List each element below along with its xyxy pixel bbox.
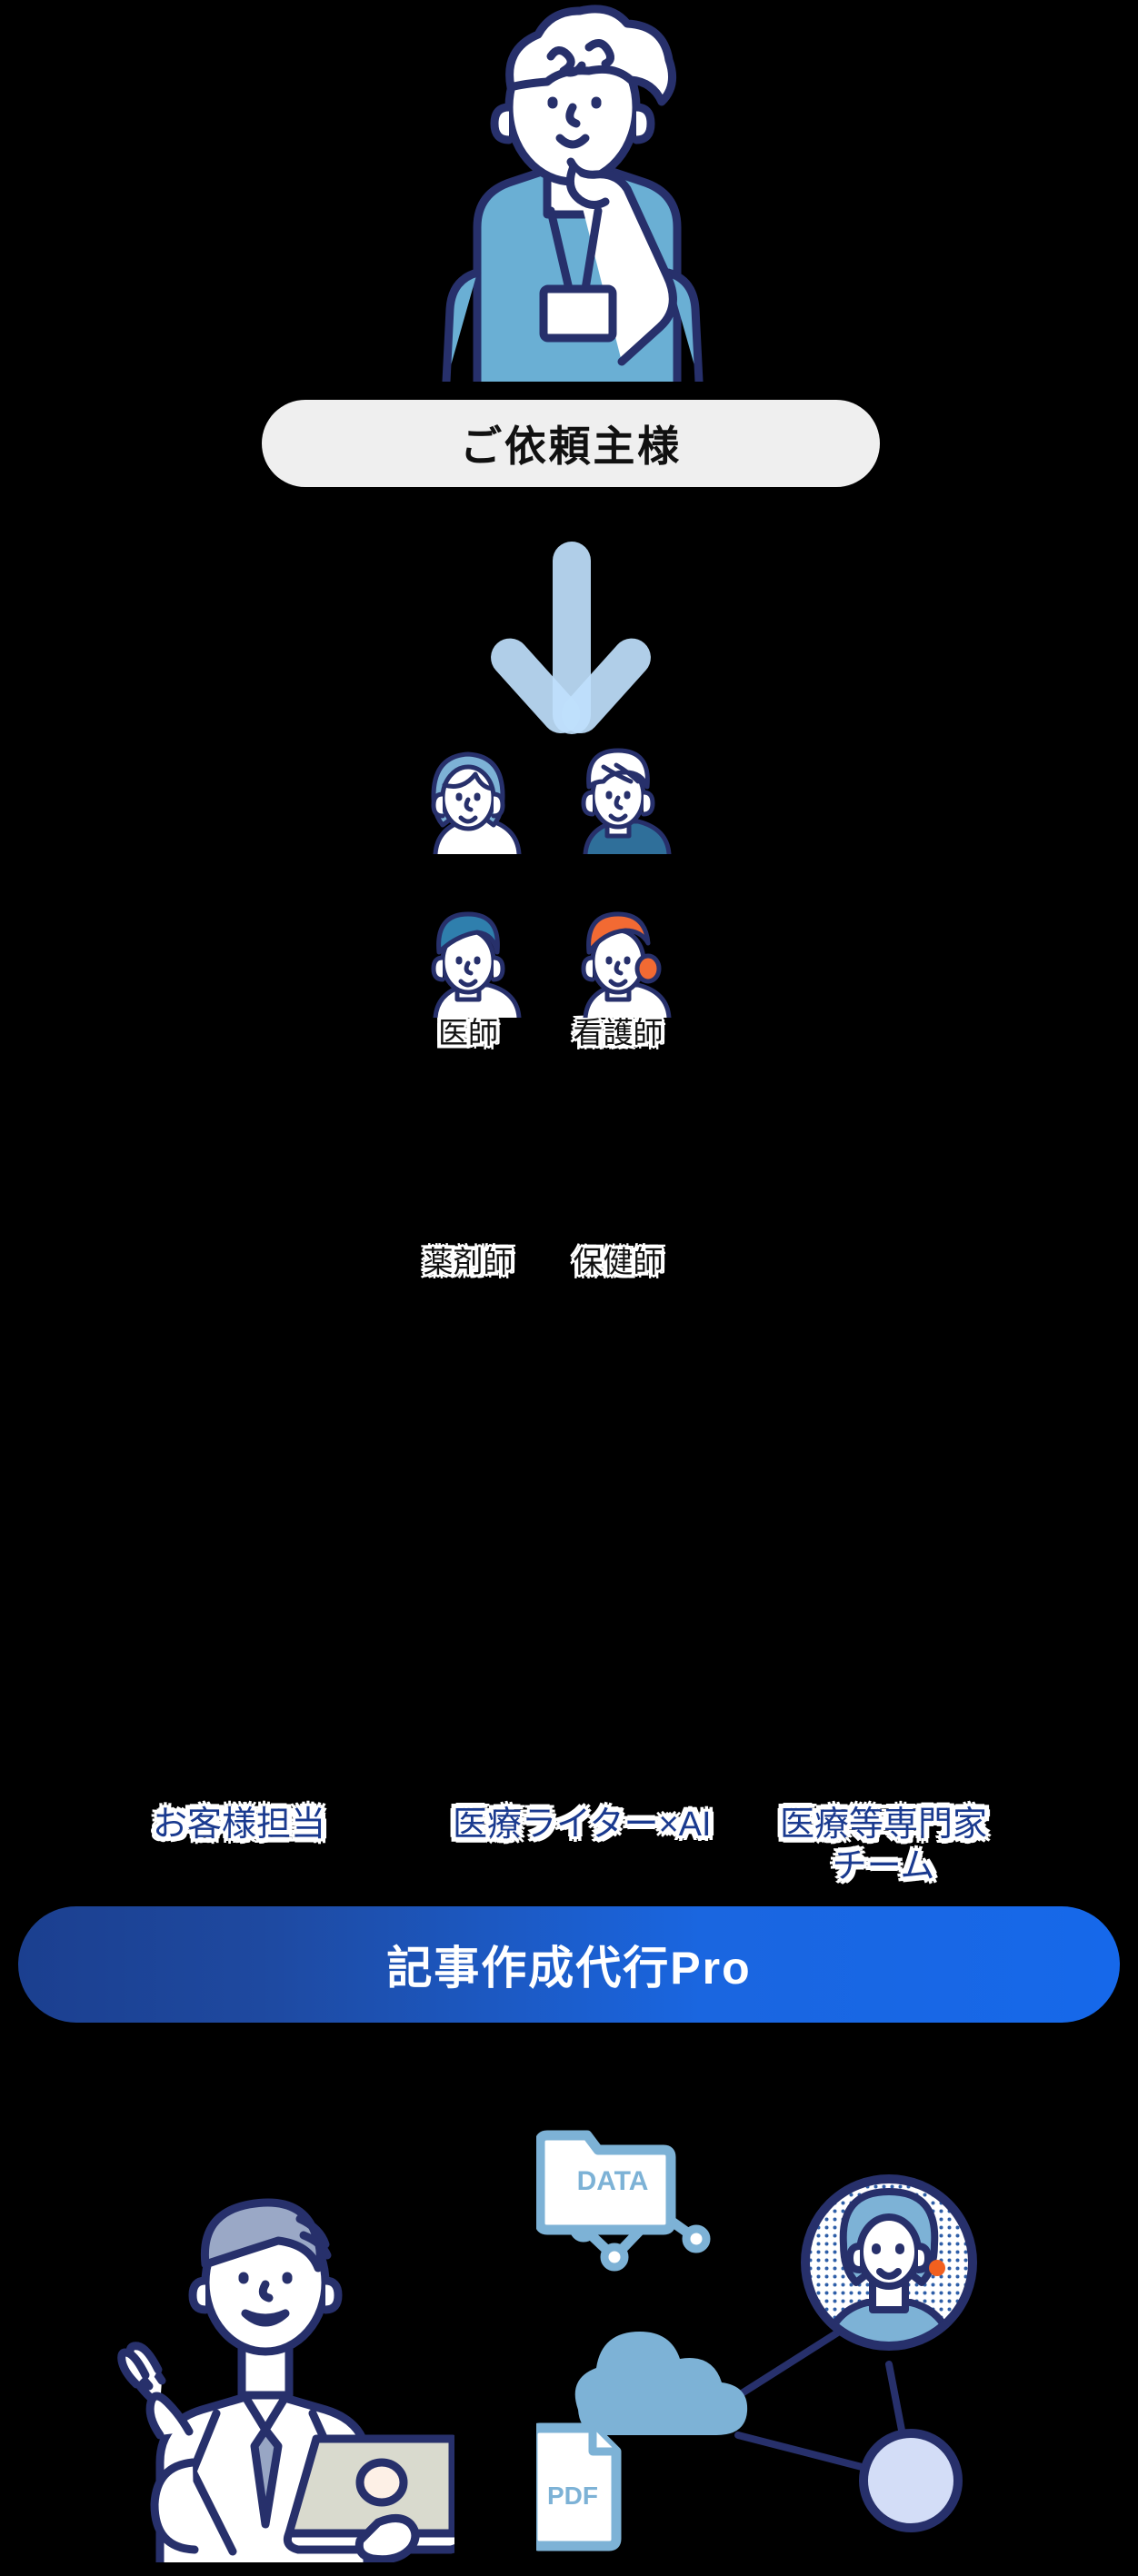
ai-writer-callout-label: 医療ライター×AI xyxy=(453,1805,712,1844)
team-member-label-3: 保健師 xyxy=(573,1245,664,1278)
health-nurse-avatar-icon xyxy=(564,909,673,1020)
node-circle-icon xyxy=(859,2429,963,2532)
data-folder-label: DATA xyxy=(577,2166,649,2196)
team-callout-label: 医療等専門家 チーム xyxy=(780,1805,988,1886)
client-label: ご依頼主様 xyxy=(460,423,682,470)
team-member-label-2: 薬剤師 xyxy=(423,1245,514,1278)
client-label-pill: ご依頼主様 xyxy=(262,400,880,487)
team-member-label-1: 看護師 xyxy=(573,1016,664,1049)
support-person-laptop-icon xyxy=(73,2163,466,2567)
venn-content-layer: 医師 xyxy=(0,748,1138,2567)
pdf-file-label: PDF xyxy=(547,2482,598,2510)
brand-banner-label: 記事作成代行Pro xyxy=(386,1943,752,1994)
ai-network-icon: DATA PDF xyxy=(527,2117,1009,2571)
team-member-label-0: 医師 xyxy=(438,1016,498,1049)
pharmacist-avatar-icon xyxy=(414,909,523,1020)
thinking-person-icon xyxy=(391,0,754,386)
down-arrow-icon xyxy=(473,527,673,745)
venn-diagram: 医師 xyxy=(0,748,1138,2567)
customer-support-callout-label: お客様担当 xyxy=(153,1805,326,1844)
venn-circle-customer-support xyxy=(36,1254,600,1817)
doctor-avatar-icon xyxy=(414,745,523,857)
nurse-avatar-icon xyxy=(564,745,673,857)
venn-circle-ai-writer xyxy=(509,1254,1073,1817)
brand-banner[interactable]: 記事作成代行Pro xyxy=(18,1906,1120,2023)
operator-avatar-icon xyxy=(801,2174,977,2351)
